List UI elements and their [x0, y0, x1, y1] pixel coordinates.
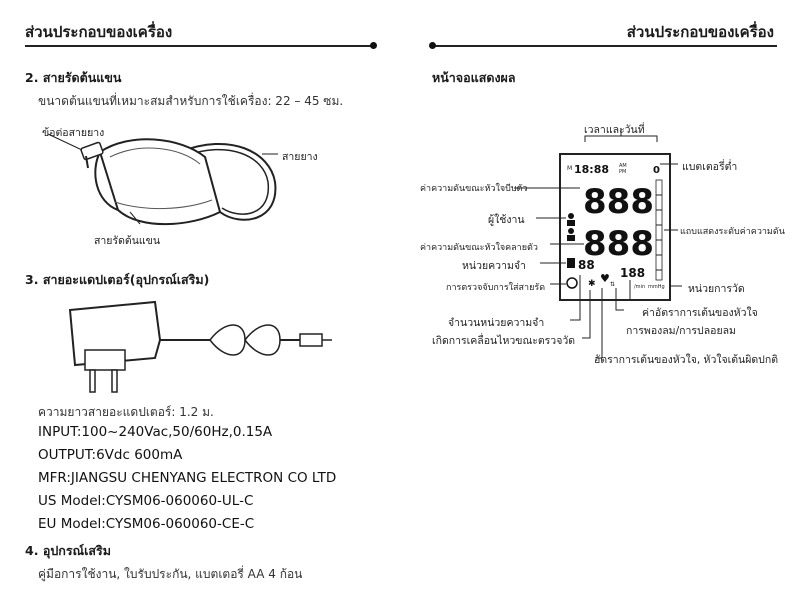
lcd-unit-bpm: /min	[634, 284, 645, 290]
cuff-illustration	[47, 133, 278, 226]
inflate-icon: ⇅	[610, 281, 615, 288]
label-user: ผู้ใช้งาน	[488, 214, 525, 226]
tube-label: สายยาง	[282, 151, 318, 163]
lcd-systolic-digits: 888	[583, 182, 654, 222]
lcd-m-prefix: M	[567, 165, 572, 172]
left-rule-dot	[370, 42, 377, 49]
label-diastolic: ค่าความดันขณะหัวใจคลายตัว	[420, 243, 538, 253]
label-low-battery: แบตเตอรี่ต่ำ	[682, 161, 738, 173]
right-page-title: ส่วนประกอบของเครื่อง	[626, 23, 774, 41]
section-4-title: อุปกรณ์เสริม	[42, 543, 111, 558]
cuff-check-icon	[566, 277, 578, 289]
lcd-pm: PM	[619, 169, 626, 175]
cuff-label: สายรัดต้นแขน	[94, 235, 161, 247]
section-3-heading: 3. สายอะแดปเตอร์(อุปกรณ์เสริม)	[25, 270, 209, 290]
spec-manufacturer: MFR:JIANGSU CHENYANG ELECTRON CO LTD	[38, 470, 337, 486]
section-3-number: 3.	[25, 272, 39, 287]
section-2-heading: 2. สายรัดต้นแขน	[25, 68, 121, 88]
spec-input: INPUT:100~240Vac,50/60Hz,0.15A	[38, 424, 273, 440]
label-avg-heart-rate: ค่าอัตราการเต้นของหัวใจ	[642, 307, 758, 319]
label-level-bar: แถบแสดงระดับค่าความดัน	[680, 227, 785, 237]
label-systolic: ค่าความดันขณะหัวใจบีบตัว	[420, 184, 528, 194]
section-4-heading: 4. อุปกรณ์เสริม	[25, 541, 111, 561]
movement-icon: ✱	[588, 279, 596, 289]
lcd-diastolic-digits: 888	[583, 224, 654, 264]
section-3-title: สายอะแดปเตอร์(อุปกรณ์เสริม)	[42, 272, 210, 287]
label-memory-unit: หน่วยความจำ	[462, 260, 526, 272]
heart-icon: ♥	[600, 272, 610, 285]
lcd-pulse-digits: 188	[620, 266, 645, 280]
left-page-title: ส่วนประกอบของเครื่อง	[25, 23, 173, 41]
lcd-frame	[559, 153, 671, 301]
lcd-unit-mmhg: mmHg	[648, 284, 665, 290]
label-cuff-check: การตรวจจับการใส่สายรัด	[446, 283, 546, 293]
lcd-battery-icon: 0	[653, 165, 660, 176]
section-2-desc: ขนาดต้นแขนที่เหมาะสมสำหรับการใช้เครื่อง:…	[38, 94, 344, 108]
spec-us-model: US Model:CYSM06-060060-UL-C	[38, 493, 254, 509]
label-measure-unit: หน่วยการวัด	[688, 283, 745, 295]
right-rule-dot	[429, 42, 436, 49]
label-inflate-deflate: การพองลม/การปลอยลม	[626, 325, 736, 337]
display-section-title: หน้าจอแสดงผล	[432, 70, 516, 85]
spec-eu-model: EU Model:CYSM06-060060-CE-C	[38, 516, 255, 532]
connector-label: ข้อต่อสายยาง	[42, 127, 105, 139]
right-title-rule	[432, 45, 777, 47]
lcd-am: AM	[619, 163, 627, 169]
user-icon	[568, 213, 574, 219]
lcd-time: 18:88	[574, 163, 609, 176]
label-datetime: เวลาและวันที่	[584, 124, 645, 136]
left-title-rule	[25, 45, 375, 47]
memory-icon	[567, 258, 575, 268]
section-2-title: สายรัดต้นแขน	[42, 70, 122, 85]
spec-output: OUTPUT:6Vdc 600mA	[38, 447, 183, 463]
adapter-length: ความยาวสายอะแดปเตอร์: 1.2 ม.	[38, 405, 214, 419]
lcd-display-diagram: M 18:88 AM PM 0 888 888 88 188 mmHg /min…	[514, 130, 682, 359]
label-heart-rate: อัตราการเต้นของหัวใจ, หัวใจเต้นผิดปกติ	[594, 354, 779, 366]
user-icon-2	[568, 228, 574, 234]
section-4-desc: คู่มือการใช้งาน, ใบรับประกัน, แบตเตอรี่ …	[38, 567, 303, 581]
label-memory-count: จำนวนหน่วยความจำ	[448, 317, 545, 329]
adapter-illustration	[68, 300, 332, 393]
label-movement: เกิดการเคลื่อนไหวขณะตรวจวัด	[432, 335, 576, 347]
section-2-number: 2.	[25, 70, 39, 85]
section-4-number: 4.	[25, 543, 39, 558]
lcd-memory-digits: 88	[578, 258, 595, 272]
